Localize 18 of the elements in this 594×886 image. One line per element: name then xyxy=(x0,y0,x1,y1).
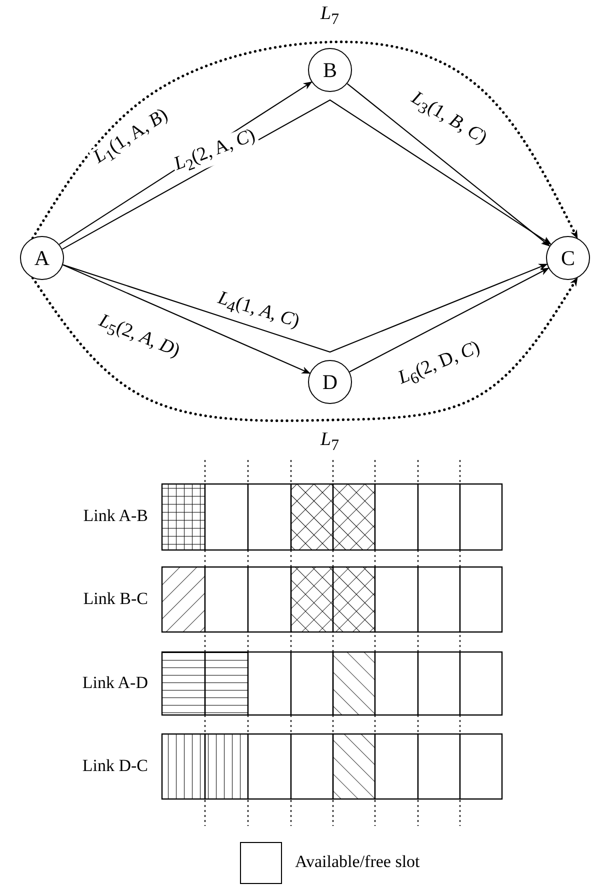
row-label: Link D-C xyxy=(82,756,148,776)
edge-label: L$_{7}$ xyxy=(319,430,340,454)
legend-text: Available/free slot xyxy=(295,852,420,872)
node-circle: C xyxy=(546,236,590,280)
arrow xyxy=(349,268,550,372)
arrow xyxy=(62,99,552,250)
row-label: Link A-D xyxy=(82,672,148,692)
node-circle: A xyxy=(20,236,64,280)
row-label: Link A-B xyxy=(83,506,148,526)
arrow xyxy=(31,40,579,240)
node-circle: B xyxy=(308,48,352,92)
row-label: Link B-C xyxy=(83,588,148,608)
arrow xyxy=(346,83,550,246)
arrow xyxy=(31,276,579,422)
edge-label: L$_{7}$ xyxy=(319,4,340,28)
arrow xyxy=(62,264,311,374)
node-circle: D xyxy=(308,360,352,404)
arrow xyxy=(62,264,548,353)
